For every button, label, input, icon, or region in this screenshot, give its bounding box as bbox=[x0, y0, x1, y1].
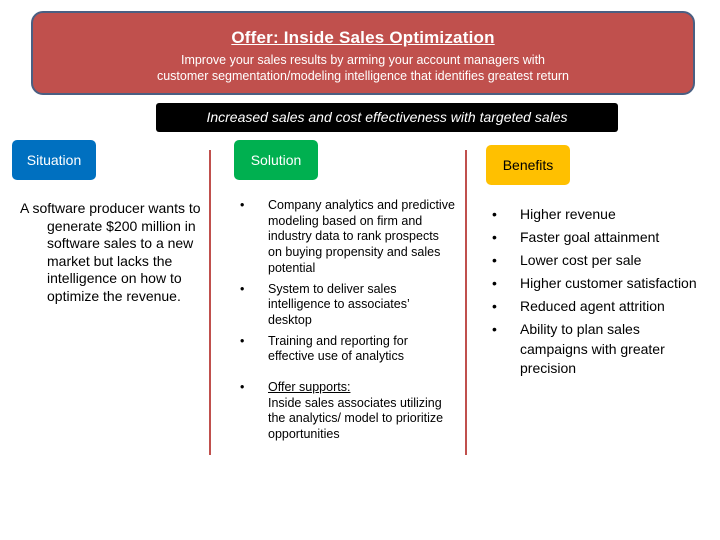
benefit-item: •Higher customer satisfaction bbox=[492, 274, 702, 294]
benefits-tag: Benefits bbox=[486, 145, 570, 185]
offer-subtitle-line-2: customer segmentation/modeling intellige… bbox=[156, 69, 570, 83]
value-banner: Increased sales and cost effectiveness w… bbox=[156, 103, 618, 132]
bullet-icon: • bbox=[492, 321, 497, 337]
bullet-icon: • bbox=[240, 333, 245, 348]
benefit-item: •Reduced agent attrition bbox=[492, 297, 702, 317]
bullet-icon: • bbox=[492, 298, 497, 314]
bullet-icon: • bbox=[240, 380, 245, 395]
column-divider-1 bbox=[209, 150, 211, 455]
situation-text: A software producer wants to generate $2… bbox=[20, 200, 201, 304]
solution-tag: Solution bbox=[234, 140, 318, 180]
solution-offer-item: • Offer supports:Inside sales associates … bbox=[240, 380, 455, 443]
bullet-icon: • bbox=[492, 206, 497, 222]
offer-title: Offer: Inside Sales Optimization bbox=[231, 28, 495, 47]
bullet-icon: • bbox=[240, 198, 245, 212]
situation-tag: Situation bbox=[12, 140, 96, 180]
bullet-icon: • bbox=[492, 229, 497, 245]
offer-supports-label: Offer supports: bbox=[268, 380, 351, 395]
column-divider-2 bbox=[465, 150, 467, 455]
solution-list: •Company analytics and predictive modeli… bbox=[240, 198, 455, 448]
offer-subtitle-line-1: Improve your sales results by arming you… bbox=[180, 53, 546, 67]
bullet-icon: • bbox=[240, 281, 245, 296]
solution-item: •System to deliver sales intelligence to… bbox=[240, 281, 410, 327]
benefit-item: •Ability to plan sales campaigns with gr… bbox=[492, 321, 665, 376]
bullet-icon: • bbox=[492, 252, 497, 268]
solution-item: •Training and reporting for effective us… bbox=[240, 333, 408, 364]
offer-header: Offer: Inside Sales Optimization Improve… bbox=[31, 11, 695, 95]
benefits-list: •Higher revenue •Faster goal attainment … bbox=[492, 205, 702, 382]
bullet-icon: • bbox=[492, 275, 497, 291]
benefit-item: •Faster goal attainment bbox=[492, 228, 702, 248]
benefit-item: •Lower cost per sale bbox=[492, 251, 702, 271]
offer-supports-text: Inside sales associates utilizing the an… bbox=[268, 395, 444, 442]
benefit-item: •Higher revenue bbox=[492, 205, 702, 225]
offer-subtitle: Improve your sales results by arming you… bbox=[33, 52, 693, 84]
solution-item: •Company analytics and predictive modeli… bbox=[240, 198, 455, 275]
